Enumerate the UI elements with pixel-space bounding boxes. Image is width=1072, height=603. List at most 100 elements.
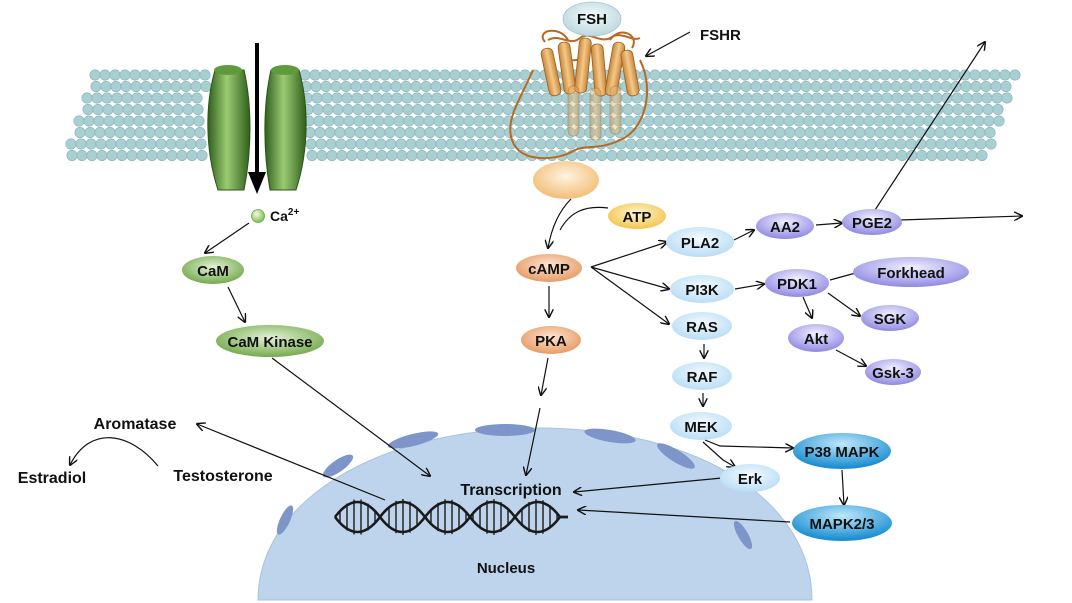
membrane-bead [183, 115, 195, 127]
membrane-bead [169, 69, 181, 81]
node-atp-label: ATP [623, 209, 652, 226]
membrane-bead [856, 150, 868, 162]
membrane-bead [123, 115, 135, 127]
membrane-bead [951, 92, 963, 104]
membrane-bead [971, 92, 983, 104]
membrane-bead [902, 104, 914, 116]
membrane-bead [785, 138, 797, 150]
membrane-bead [459, 69, 471, 81]
membrane-bead [713, 115, 725, 127]
membrane-bead [874, 127, 886, 139]
fshr-pointer-arrow [646, 31, 691, 56]
membrane-bead [335, 138, 347, 150]
membrane-bead [771, 92, 783, 104]
membrane-bead [489, 69, 501, 81]
membrane-bead [461, 92, 473, 104]
node-pla2: PLA2 [666, 227, 734, 257]
node-pge2-label: PGE2 [852, 215, 892, 232]
membrane-bead [369, 69, 381, 81]
membrane-bead [439, 69, 451, 81]
node-aa2: AA2 [756, 213, 814, 239]
membrane-bead [829, 69, 841, 81]
membrane-bead [760, 81, 772, 93]
membrane-bead [840, 81, 852, 93]
membrane-bead [373, 115, 385, 127]
membrane-bead [124, 127, 136, 139]
membrane-bead [141, 92, 153, 104]
membrane-bead [341, 92, 353, 104]
arrow-testosterone-estradiol [70, 437, 159, 466]
membrane-bead [652, 104, 664, 116]
membrane-bead [336, 150, 348, 162]
arrow-cam-camkinase [227, 286, 245, 322]
arrow-pka-transcription [526, 407, 541, 475]
membrane-bead [776, 150, 788, 162]
membrane-bead [441, 92, 453, 104]
membrane-bead [413, 115, 425, 127]
membrane-bead [449, 69, 461, 81]
membrane-bead [862, 104, 874, 116]
membrane-bead [775, 138, 787, 150]
membrane-bead [306, 150, 318, 162]
fsh-receptor-icon [509, 29, 648, 160]
membrane-bead [964, 127, 976, 139]
membrane-bead [844, 127, 856, 139]
calcium-ion: Ca2+ [251, 207, 299, 224]
membrane-bead [716, 150, 728, 162]
membrane-bead [970, 81, 982, 93]
membrane-bead [523, 115, 535, 127]
membrane-bead [314, 127, 326, 139]
membrane-bead [904, 127, 916, 139]
membrane-bead [953, 115, 965, 127]
node-aa2-label: AA2 [770, 219, 800, 236]
membrane-bead [95, 138, 107, 150]
membrane-bead [863, 115, 875, 127]
membrane-bead [150, 81, 162, 93]
node-mapk23: MAPK2/3 [792, 505, 892, 541]
membrane-bead [982, 104, 994, 116]
membrane-bead [121, 92, 133, 104]
arrow-atp-camp [559, 206, 609, 231]
membrane-bead [654, 127, 666, 139]
membrane-bead [94, 127, 106, 139]
membrane-bead [510, 81, 522, 93]
membrane-bead [149, 69, 161, 81]
membrane-bead [972, 104, 984, 116]
membrane-bead [693, 115, 705, 127]
membrane-bead [142, 104, 154, 116]
membrane-bead [514, 127, 526, 139]
membrane-bead [422, 104, 434, 116]
membrane-bead [1001, 92, 1013, 104]
membrane-bead [666, 150, 678, 162]
membrane-bead [351, 92, 363, 104]
node-forkhead: Forkhead [853, 257, 969, 287]
membrane-bead [154, 127, 166, 139]
membrane-bead [999, 69, 1011, 81]
node-cam: CaM [182, 256, 244, 284]
membrane-bead [709, 69, 721, 81]
membrane-bead [545, 138, 557, 150]
membrane-bead [186, 150, 198, 162]
membrane-bead [325, 138, 337, 150]
membrane-bead [784, 127, 796, 139]
membrane-bead [185, 138, 197, 150]
node-pla2-label: PLA2 [681, 235, 719, 252]
node-pdk1: PDK1 [765, 269, 829, 297]
membrane-bead [546, 150, 558, 162]
membrane-bead [430, 81, 442, 93]
membrane-bead [151, 92, 163, 104]
membrane-bead [889, 69, 901, 81]
membrane-bead [372, 104, 384, 116]
node-akt-label: Akt [804, 331, 828, 348]
membrane-bead [846, 150, 858, 162]
membrane-bead [930, 81, 942, 93]
node-sgk: SGK [861, 305, 919, 331]
membrane-bead [969, 69, 981, 81]
membrane-bead [506, 150, 518, 162]
membrane-bead [170, 81, 182, 93]
membrane-bead [721, 92, 733, 104]
membrane-bead [729, 69, 741, 81]
membrane-bead [976, 150, 988, 162]
membrane-bead [465, 138, 477, 150]
